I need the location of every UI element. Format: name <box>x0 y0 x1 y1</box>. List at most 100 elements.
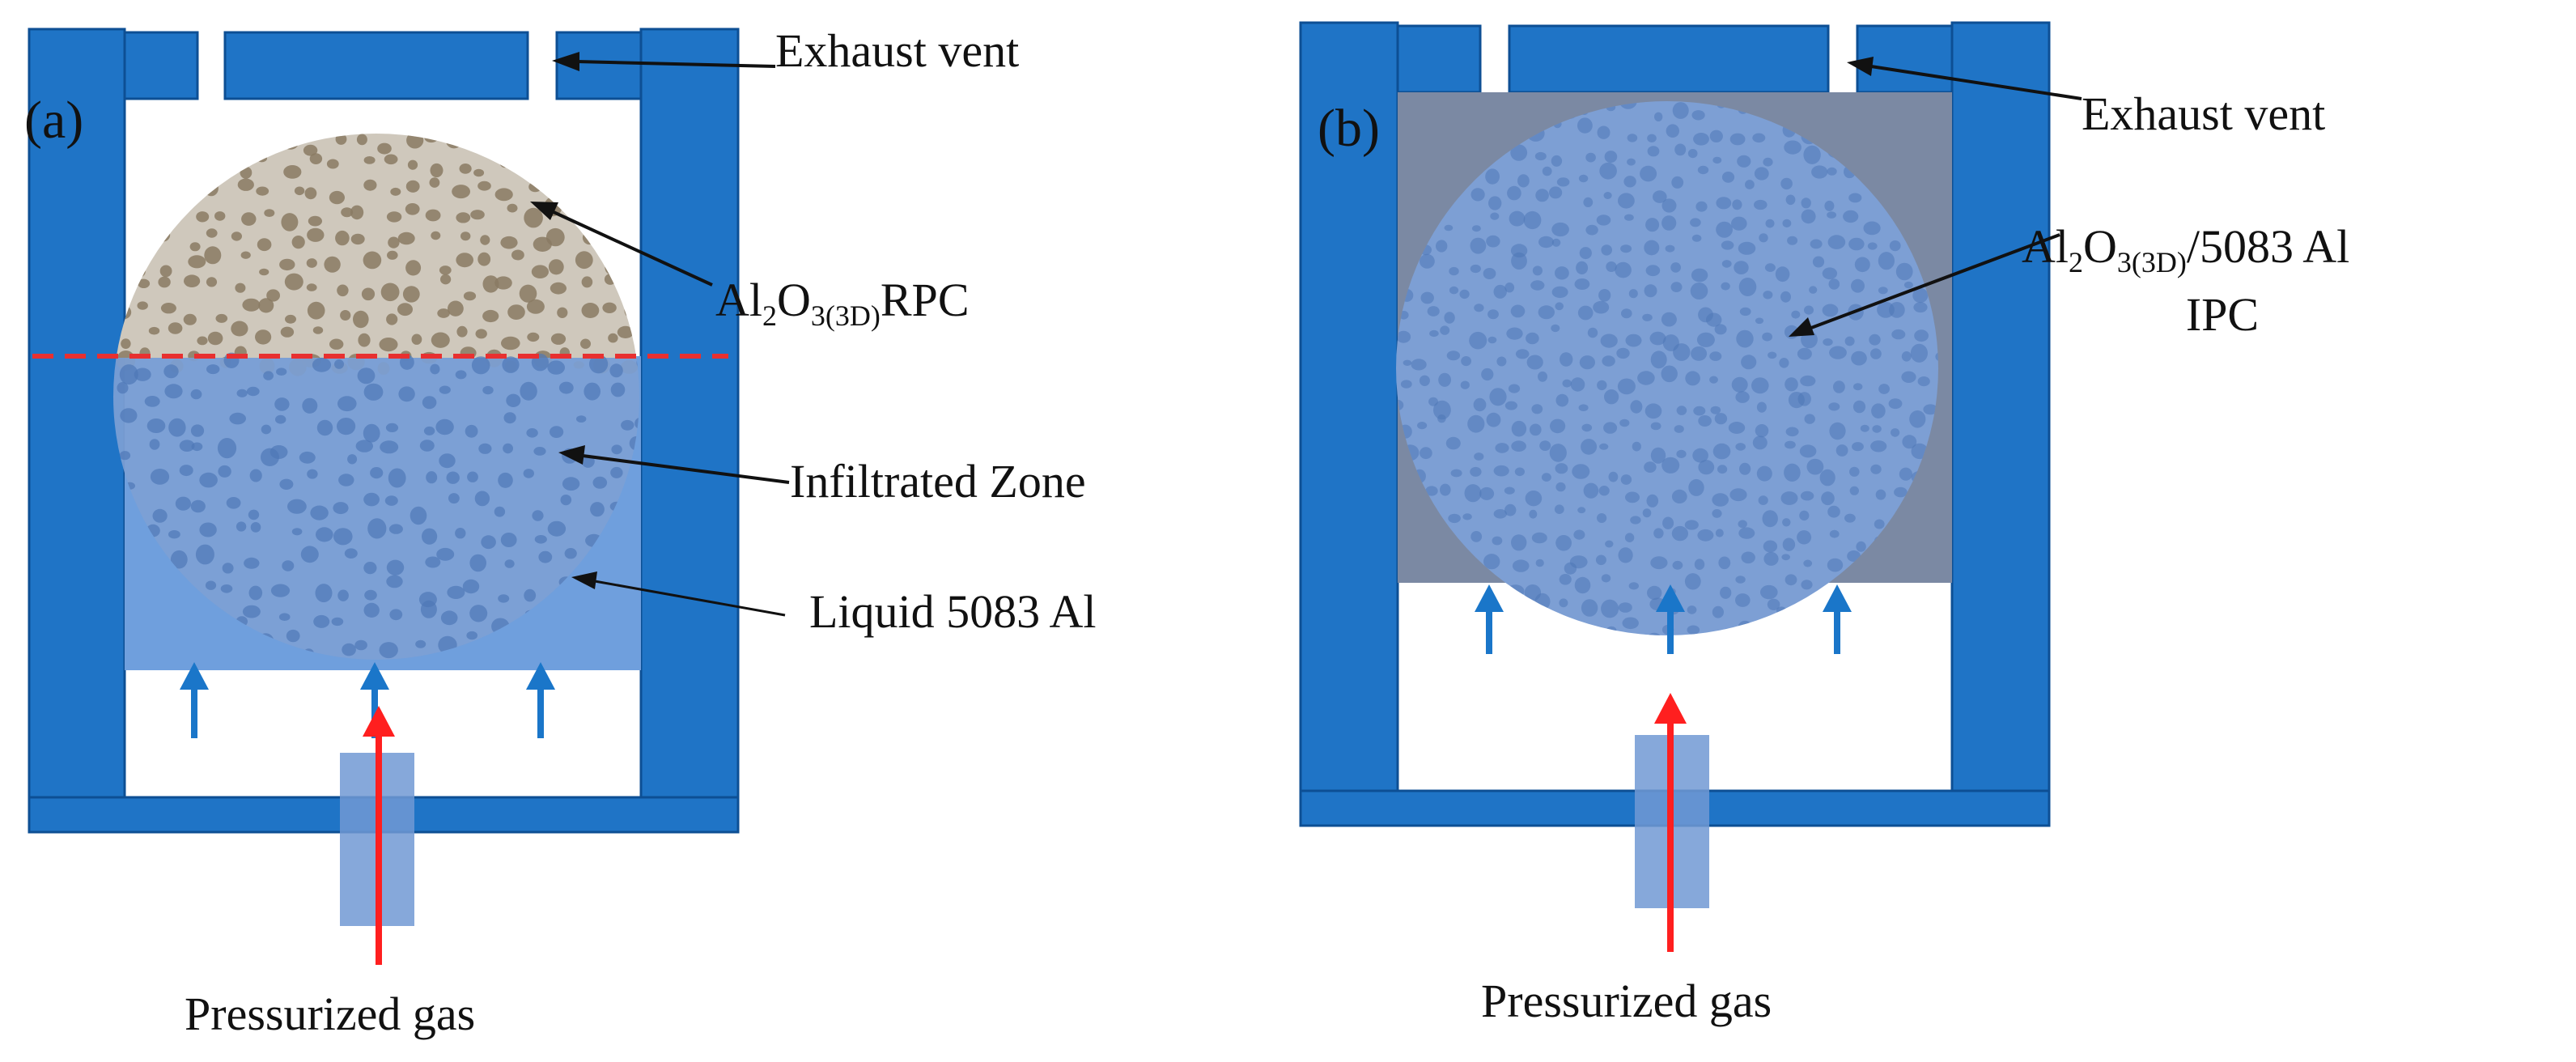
pore-texture <box>1851 350 1867 366</box>
pore-texture <box>1756 626 1772 635</box>
pore-texture <box>1867 242 1878 250</box>
pore-texture <box>1755 424 1769 438</box>
pore-texture <box>1860 424 1869 432</box>
pore-texture <box>422 396 437 410</box>
pore-texture <box>275 414 286 424</box>
pore-texture <box>1758 495 1768 505</box>
pore-texture <box>350 233 365 245</box>
panel-a-lid-left <box>123 31 199 100</box>
pore-texture <box>204 181 219 197</box>
pore-texture <box>1551 324 1560 333</box>
pore-texture <box>240 166 253 179</box>
pore-texture <box>248 509 260 520</box>
pore-texture <box>1752 133 1766 143</box>
pore-texture <box>1608 471 1619 482</box>
pore-texture <box>548 259 564 275</box>
panel-a-flow-arrows <box>180 662 555 738</box>
pore-texture <box>179 465 193 477</box>
pore-texture <box>1698 460 1715 475</box>
pore-texture <box>550 282 567 295</box>
pore-texture <box>337 396 357 412</box>
pore-texture <box>1891 428 1900 437</box>
pore-texture <box>248 585 263 601</box>
pore-texture <box>1593 300 1610 314</box>
pore-texture <box>1645 218 1660 232</box>
panel-b-flow-arrow-2 <box>1656 584 1685 654</box>
pore-texture <box>1600 333 1618 348</box>
pore-texture <box>547 360 565 375</box>
pore-texture <box>1496 356 1507 367</box>
pore-texture <box>1735 593 1751 607</box>
panel-a-pointer-ceramic <box>530 202 713 287</box>
pore-texture <box>363 423 380 443</box>
pore-texture <box>190 389 202 400</box>
pore-texture <box>471 356 490 375</box>
panel-b-composite-label-line2: IPC <box>2186 288 2259 341</box>
pore-texture <box>627 206 639 220</box>
pore-texture <box>1596 215 1611 226</box>
pore-texture <box>1618 547 1633 563</box>
panel-a-infiltrated-label: Infiltrated Zone <box>790 455 1086 508</box>
pore-texture <box>1420 253 1435 269</box>
pore-texture <box>526 156 541 172</box>
pore-texture <box>1709 351 1722 361</box>
pore-texture <box>242 605 261 618</box>
pore-texture <box>533 447 546 456</box>
pore-texture <box>1672 102 1689 119</box>
pore-texture <box>1782 537 1796 551</box>
pore-texture <box>1420 291 1434 304</box>
pore-texture <box>1829 529 1840 538</box>
pore-texture <box>390 187 401 196</box>
pore-texture <box>503 443 513 454</box>
pore-texture <box>363 562 377 575</box>
pore-texture <box>1429 329 1439 338</box>
pore-texture <box>1486 235 1500 248</box>
pore-texture <box>1583 197 1594 207</box>
pore-texture <box>242 298 261 312</box>
pore-texture <box>474 491 490 507</box>
pore-texture <box>1763 157 1773 167</box>
pore-texture <box>1854 257 1870 273</box>
pore-texture <box>1737 155 1751 168</box>
pore-texture <box>1466 585 1480 599</box>
pore-texture <box>315 584 333 603</box>
pore-texture <box>1597 513 1607 523</box>
pore-texture <box>1763 291 1773 299</box>
pore-texture <box>316 419 333 436</box>
panel-b-pointer-composite <box>1789 233 2060 337</box>
pore-texture <box>523 469 534 478</box>
pore-texture <box>1833 380 1845 393</box>
pore-texture <box>256 186 269 196</box>
pore-texture <box>300 546 319 563</box>
pore-texture <box>1738 620 1752 633</box>
pore-texture <box>370 467 384 479</box>
pore-texture <box>1576 261 1589 274</box>
pore-texture <box>1581 439 1598 455</box>
pore-texture <box>1433 400 1451 420</box>
pore-texture <box>528 181 542 193</box>
pore-texture <box>1852 400 1866 414</box>
pore-texture <box>1874 600 1887 610</box>
pore-texture <box>522 134 539 144</box>
pore-texture <box>1741 355 1757 370</box>
pore-texture <box>1489 388 1507 406</box>
pore-texture <box>161 210 172 222</box>
pore-texture <box>119 451 131 461</box>
pore-texture <box>1720 586 1732 599</box>
pore-texture <box>291 528 303 536</box>
panel-a-tag: (a) <box>24 91 83 150</box>
pore-texture <box>511 249 524 261</box>
pore-texture <box>1735 576 1746 584</box>
panel-a-right-wall <box>639 28 740 834</box>
pore-texture <box>206 364 220 375</box>
pore-texture <box>1800 375 1816 387</box>
pore-texture <box>1754 199 1768 210</box>
pore-texture <box>333 528 353 546</box>
pore-texture <box>231 232 242 241</box>
pore-texture <box>592 476 608 489</box>
pore-texture <box>1504 486 1515 495</box>
pore-texture <box>1782 518 1791 527</box>
pore-texture <box>1913 302 1928 313</box>
pore-texture <box>1787 236 1798 245</box>
pore-texture <box>601 134 615 140</box>
